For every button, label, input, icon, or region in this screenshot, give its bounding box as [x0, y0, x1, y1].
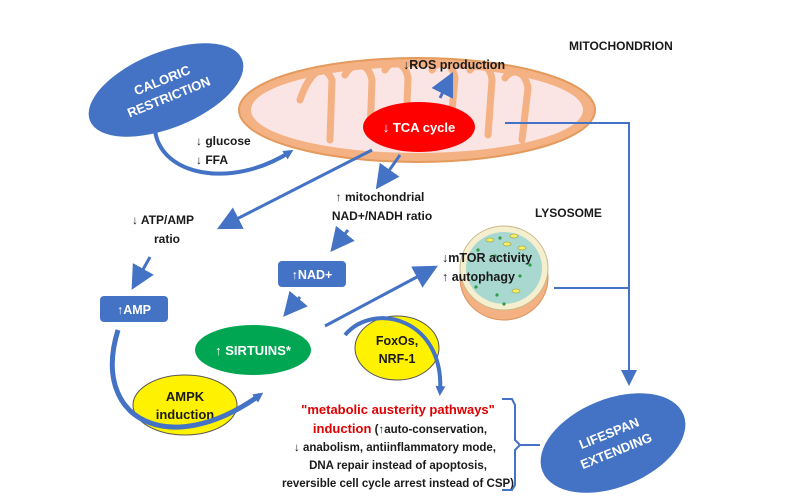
sirtuins-to-pathways-arrow: [343, 316, 446, 396]
tca-cycle-label: ↓ TCA cycle: [383, 120, 456, 135]
ampk-label-2: induction: [156, 407, 215, 422]
foxos-label-2: NRF-1: [379, 352, 416, 366]
mitochondrion-label: MITOCHONDRION: [569, 39, 673, 53]
tca-cycle-node: [363, 102, 475, 152]
sirtuins-to-lysosome-arrow: [324, 265, 438, 328]
pathways-auto-conservation: (↑auto-conservation,: [371, 424, 487, 436]
nad-to-sirtuins-arrow: [283, 290, 308, 317]
atp-amp-label-2: ratio: [154, 232, 180, 246]
amp-label: ↑AMP: [117, 303, 151, 317]
tca-to-lifespan-connector: [505, 122, 637, 386]
mtor-label: ↓mTOR activity: [442, 251, 532, 265]
foxos-node: [354, 315, 440, 381]
ffa-label: ↓ FFA: [196, 153, 228, 167]
foxos-label-1: FoxOs,: [376, 334, 418, 348]
tca-to-nad-ratio-arrow: [375, 154, 402, 190]
tca-to-atp-amp-arrow: [216, 148, 373, 230]
pathways-line-4: DNA repair instead of apoptosis,: [309, 460, 487, 472]
nad-ratio-label-2: NAD+/NADH ratio: [332, 209, 432, 223]
pathways-line-3: ↓ anabolism, antiinflammatory mode,: [294, 442, 496, 454]
nad-label: ↑NAD+: [292, 268, 333, 282]
pathways-title: "metabolic austerity pathways": [301, 402, 495, 417]
amp-node: [100, 296, 168, 322]
nad-node: [278, 261, 346, 287]
pathways-line-5: reversible cell cycle arrest instead of …: [282, 478, 514, 490]
sirtuins-node: [195, 325, 311, 375]
ros-production-label: ↓ROS production: [403, 58, 505, 72]
caloric-restriction-node: [88, 43, 244, 137]
atp-amp-to-amp-arrow: [131, 256, 154, 290]
ampk-label-1: AMPK: [166, 389, 205, 404]
nad-ratio-label-1: ↑ mitochondrial: [336, 190, 425, 204]
pathways-induction: induction: [313, 421, 372, 436]
pathways-line-2: induction (↑auto-conservation,: [313, 421, 487, 436]
atp-amp-label-1: ↓ ATP/AMP: [132, 213, 194, 227]
sirtuins-label: ↑ SIRTUINS*: [215, 343, 292, 358]
nad-ratio-to-nad-arrow: [330, 225, 355, 253]
lifespan-extending-node: [540, 393, 686, 493]
cr-to-mitochondrion-arrow: [153, 129, 294, 176]
lysosome-label: LYSOSOME: [535, 206, 602, 220]
pathways-bracket: [502, 398, 540, 491]
amp-to-sirtuins-arrow: [110, 329, 264, 430]
autophagy-label: ↑ autophagy: [442, 270, 515, 284]
glucose-label: ↓ glucose: [196, 134, 251, 148]
lysosome-shape: [459, 225, 549, 321]
tca-to-ros-arrow: [431, 71, 454, 99]
